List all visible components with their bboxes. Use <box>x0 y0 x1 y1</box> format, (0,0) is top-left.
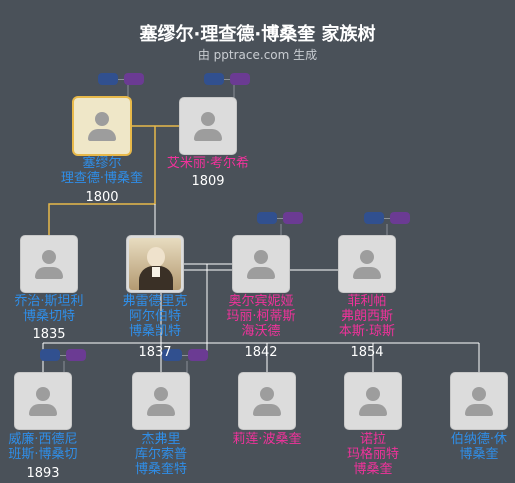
maternal-badge[interactable] <box>390 212 410 224</box>
person-card-philippa[interactable] <box>339 236 395 292</box>
paternal-badge[interactable] <box>364 212 384 224</box>
badge-group <box>364 212 412 224</box>
maternal-badge[interactable] <box>283 212 303 224</box>
person-card-george[interactable] <box>21 236 77 292</box>
connector-line <box>48 126 156 236</box>
page-title: 塞缪尔·理查德·博桑奎 家族树 <box>139 24 376 45</box>
person-card-william[interactable] <box>15 373 71 429</box>
person-card-samuel[interactable] <box>74 98 130 154</box>
person-name: 杰弗里库尔索普博桑奎特 <box>134 432 187 477</box>
person-name: 弗雷德里克阿尔伯特博桑凯特 <box>122 294 188 339</box>
paternal-badge[interactable] <box>162 349 182 361</box>
paternal-badge[interactable] <box>98 73 118 85</box>
avatar-icon <box>95 112 109 126</box>
person-name: 奥尔宾妮娅玛丽·柯蒂斯海沃德 <box>226 294 296 339</box>
paternal-badge[interactable] <box>257 212 277 224</box>
person-card-bernard[interactable] <box>451 373 507 429</box>
person-birth-year: 1842 <box>244 345 278 360</box>
paternal-badge[interactable] <box>204 73 224 85</box>
badge-group <box>257 212 305 224</box>
avatar-icon <box>154 387 168 401</box>
portrait-photo <box>129 238 181 290</box>
person-card-emily[interactable] <box>180 98 236 154</box>
paternal-badge[interactable] <box>40 349 60 361</box>
person-name: 莉莲·波桑奎 <box>232 432 302 447</box>
avatar-icon <box>254 250 268 264</box>
avatar-icon <box>366 387 380 401</box>
person-birth-year: 1854 <box>350 345 384 360</box>
person-name: 伯纳德·休博桑奎 <box>450 432 508 462</box>
person-name: 艾米丽·考尔希 <box>166 156 250 171</box>
badge-group <box>98 73 146 85</box>
avatar-icon <box>360 250 374 264</box>
person-birth-year: 1835 <box>32 327 66 342</box>
badge-group <box>204 73 252 85</box>
page-subtitle: 由 pptrace.com 生成 <box>197 48 318 62</box>
maternal-badge[interactable] <box>230 73 250 85</box>
person-name: 菲利帕弗朗西斯本斯·琼斯 <box>338 294 396 339</box>
avatar-icon <box>472 387 486 401</box>
person-card-frederick[interactable] <box>127 236 183 292</box>
avatar-icon <box>201 112 215 126</box>
person-name: 诺拉玛格丽特博桑奎 <box>346 432 399 477</box>
avatar-icon <box>42 250 56 264</box>
person-name: 威廉·西德尼班斯·博桑切 <box>8 432 78 462</box>
badge-group <box>162 349 210 361</box>
avatar-icon <box>260 387 274 401</box>
person-birth-year: 1893 <box>26 466 60 481</box>
person-birth-year: 1800 <box>85 190 119 205</box>
person-birth-year: 1809 <box>191 174 225 189</box>
person-card-albinia[interactable] <box>233 236 289 292</box>
maternal-badge[interactable] <box>124 73 144 85</box>
avatar-icon <box>36 387 50 401</box>
person-card-geoffrey[interactable] <box>133 373 189 429</box>
person-card-lilian[interactable] <box>239 373 295 429</box>
person-card-nora[interactable] <box>345 373 401 429</box>
person-name: 塞缪尔理查德·博桑奎 <box>60 156 144 186</box>
person-birth-year: 1837 <box>138 345 172 360</box>
badge-group <box>40 349 88 361</box>
maternal-badge[interactable] <box>66 349 86 361</box>
person-name: 乔治·斯坦利博桑切特 <box>14 294 84 324</box>
maternal-badge[interactable] <box>188 349 208 361</box>
